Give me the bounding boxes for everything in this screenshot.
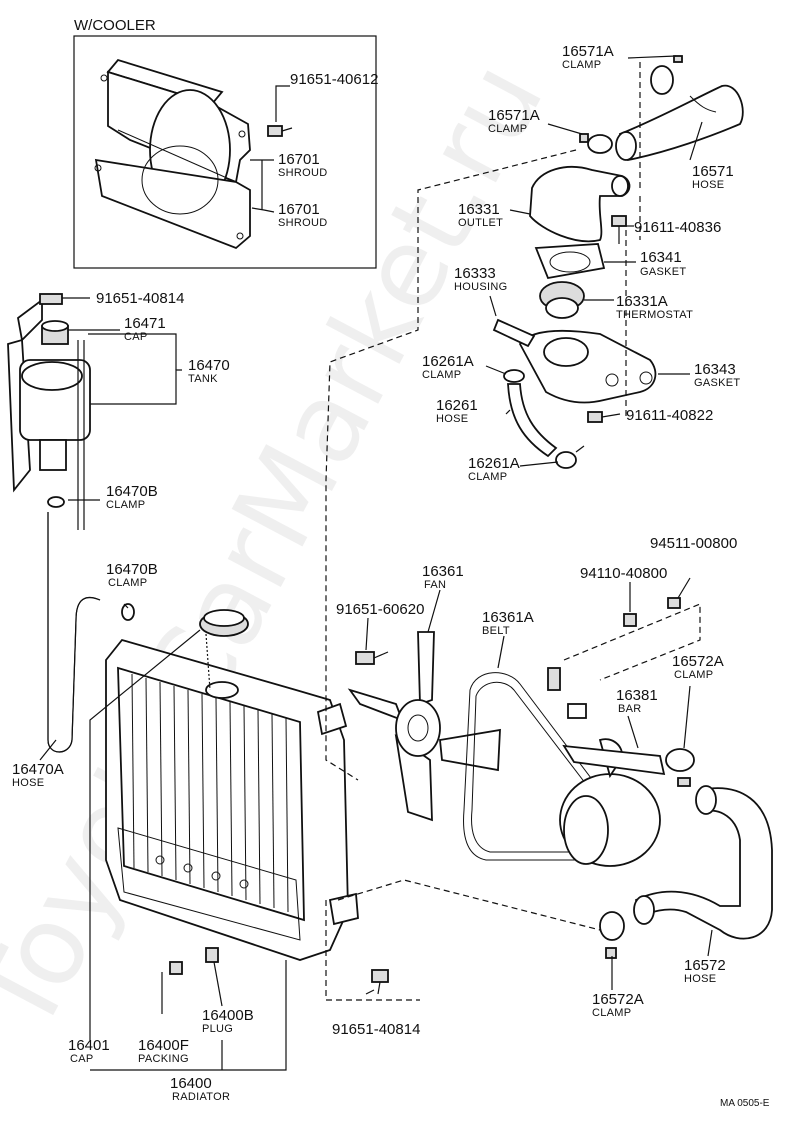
label-number-belt: 16361A <box>482 609 534 626</box>
label-name-lower-hose: HOSE <box>684 973 716 985</box>
label-number-housing-bolt: 91611-40822 <box>626 407 713 424</box>
label-number-bypass-clamp-2: 16261A <box>468 455 520 472</box>
label-number-lower-clamp-1: 16572A <box>672 653 724 670</box>
label-name-bypass-clamp-2: CLAMP <box>468 471 507 483</box>
label-number-upper-hose: 16571 <box>692 163 734 180</box>
label-number-lower-hose: 16572 <box>684 957 726 974</box>
label-number-tank-clamp-1: 16470B <box>106 483 158 500</box>
label-number-radiator: 16400 <box>170 1075 212 1092</box>
label-name-gasket-2: GASKET <box>694 377 740 389</box>
thermostat-assembly <box>485 55 744 469</box>
label-number-bypass-clamp-1: 16261A <box>422 353 474 370</box>
label-name-clamp-upper-2: CLAMP <box>488 123 527 135</box>
label-name-shroud-1: SHROUD <box>278 167 327 179</box>
label-name-lower-clamp-1: CLAMP <box>674 669 713 681</box>
label-number-outlet: 16331 <box>458 201 500 218</box>
radiator-drawing <box>89 603 389 1071</box>
label-number-radiator-bolt: 91651-40814 <box>332 1021 420 1038</box>
label-name-tank: TANK <box>188 373 218 385</box>
label-number-tank-hose: 16470A <box>12 761 64 778</box>
reference-line-upper <box>325 149 577 781</box>
label-number-nut: 94511-00800 <box>650 535 737 552</box>
label-number-gasket-2: 16343 <box>694 361 736 378</box>
label-number-fan-bolt: 91651-60620 <box>336 601 424 618</box>
label-number-tank: 16470 <box>188 357 230 374</box>
label-number-bypass-hose: 16261 <box>436 397 478 414</box>
label-name-tank-clamp-2: CLAMP <box>108 577 147 589</box>
label-number-clamp-upper-2: 16571A <box>488 107 540 124</box>
label-name-tank-clamp-1: CLAMP <box>106 499 145 511</box>
label-number-gasket-1: 16341 <box>640 249 682 266</box>
label-number-packing: 16400F <box>138 1037 189 1054</box>
label-name-housing: HOUSING <box>454 281 507 293</box>
label-name-packing: PACKING <box>138 1053 189 1065</box>
shroud-drawing <box>94 58 293 250</box>
label-number-housing: 16333 <box>454 265 496 282</box>
label-name-gasket-1: GASKET <box>640 266 686 278</box>
label-number-shroud-bolt: 91651-40612 <box>290 71 378 88</box>
fan-belt-assembly <box>347 577 773 990</box>
label-name-fan: FAN <box>424 579 446 591</box>
label-number-tank-clamp-2: 16470B <box>106 561 158 578</box>
label-number-shroud-2: 16701 <box>278 201 320 218</box>
footer-code: MA 0505-E <box>720 1098 770 1109</box>
label-name-bypass-clamp-1: CLAMP <box>422 369 461 381</box>
label-number-drain-plug: 16400B <box>202 1007 254 1024</box>
reference-line-lower <box>325 900 420 1001</box>
label-number-clamp-upper-1: 16571A <box>562 43 614 60</box>
label-number-thermostat: 16331A <box>616 293 668 310</box>
label-name-tank-hose: HOSE <box>12 777 44 789</box>
label-name-bypass-hose: HOSE <box>436 413 468 425</box>
label-name-bar: BAR <box>618 703 642 715</box>
label-name-upper-hose: HOSE <box>692 179 724 191</box>
section-title: W/COOLER <box>74 17 156 34</box>
label-name-outlet: OUTLET <box>458 217 503 229</box>
label-number-bar: 16381 <box>616 687 658 704</box>
label-name-tank-cap: CAP <box>124 331 148 343</box>
label-name-thermostat: THERMOSTAT <box>616 309 693 321</box>
label-number-lower-clamp-2: 16572A <box>592 991 644 1008</box>
label-number-tank-cap: 16471 <box>124 315 166 332</box>
label-name-drain-plug: PLUG <box>202 1023 233 1035</box>
part-labels: 91651-40612 16701 SHROUD 16701 SHROUD 16… <box>12 43 770 1109</box>
label-name-shroud-2: SHROUD <box>278 217 327 229</box>
label-name-belt: BELT <box>482 625 510 637</box>
label-name-lower-clamp-2: CLAMP <box>592 1007 631 1019</box>
label-name-clamp-upper-1: CLAMP <box>562 59 601 71</box>
label-number-radiator-cap: 16401 <box>68 1037 110 1054</box>
label-number-outlet-bolt: 91611-40836 <box>634 219 721 236</box>
label-number-shroud-1: 16701 <box>278 151 320 168</box>
cooler-inset: W/COOLER <box>73 17 377 269</box>
label-name-radiator-cap: CAP <box>70 1053 94 1065</box>
label-number-washer: 94110-40800 <box>580 565 667 582</box>
label-number-fan: 16361 <box>422 563 464 580</box>
label-name-radiator: RADIATOR <box>172 1091 230 1103</box>
reserve-tank <box>7 293 182 761</box>
label-number-tank-bolt: 91651-40814 <box>96 290 184 307</box>
